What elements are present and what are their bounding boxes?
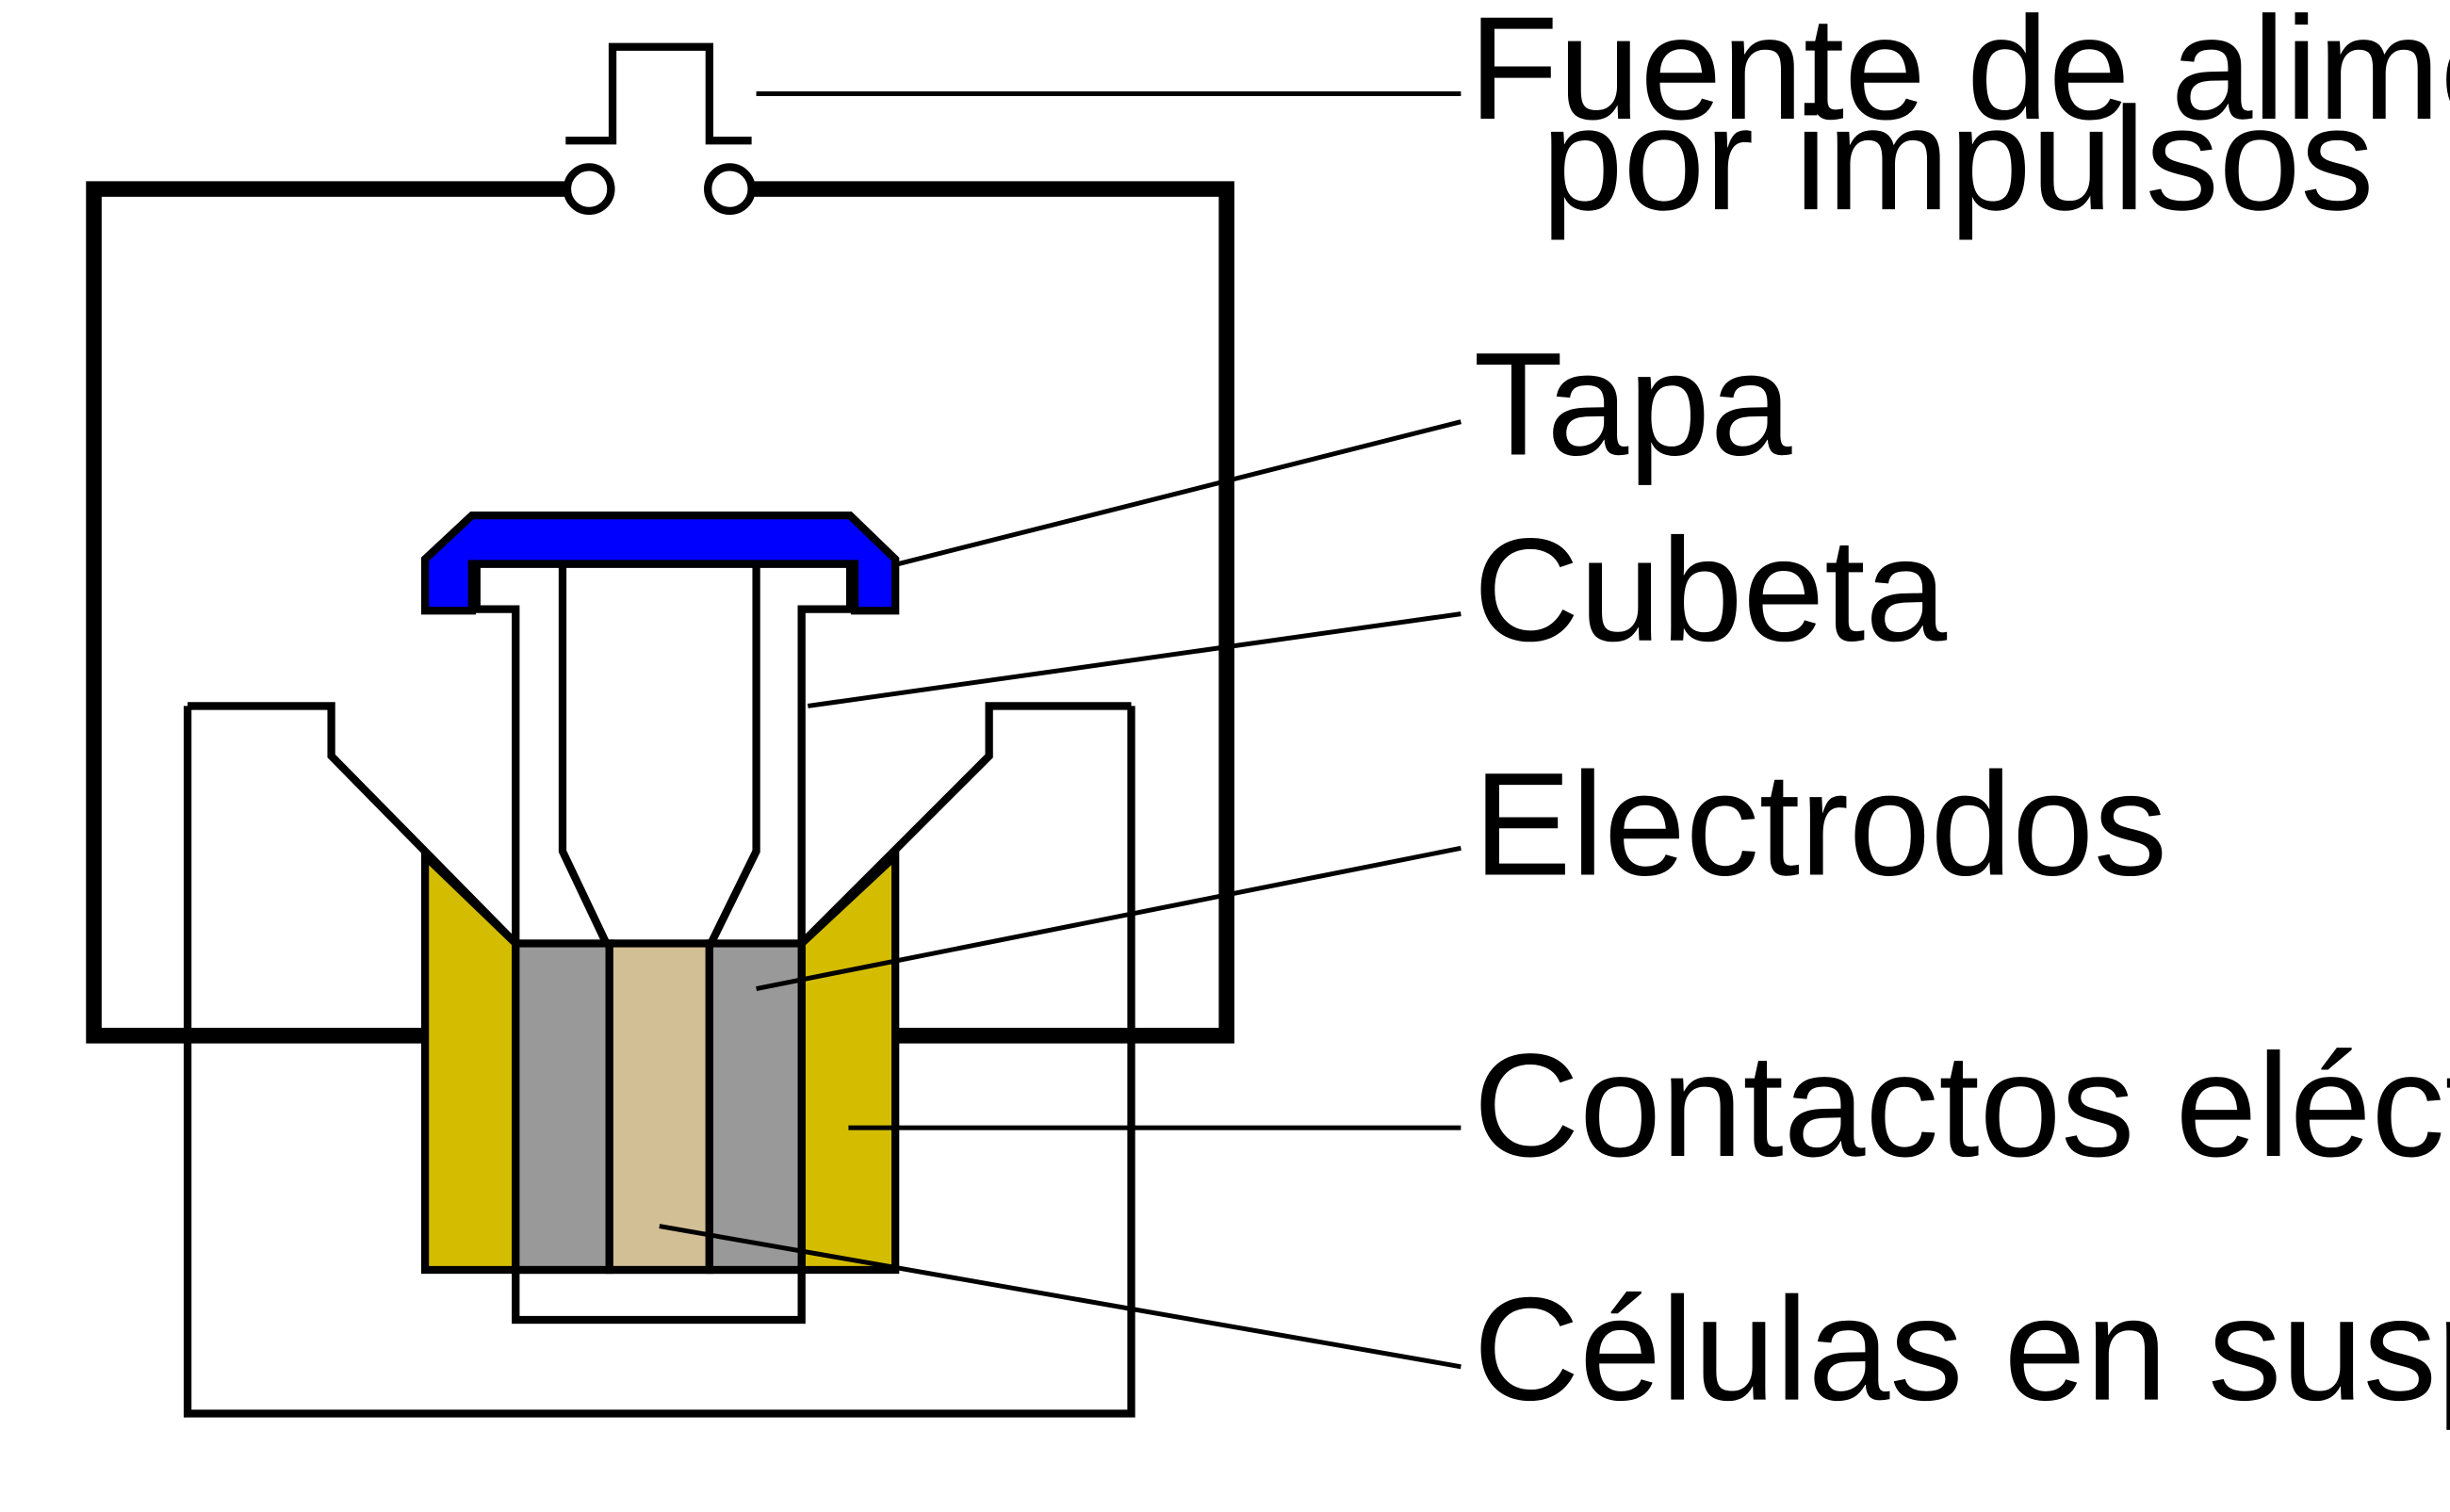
electrical-contacts [420,846,900,1275]
pulse-power-supply-icon [563,42,756,215]
label-electrodes: Electrodos [1474,742,2167,906]
electrode-right [705,939,806,1275]
terminal-left [563,163,615,215]
cuvette [472,560,855,1325]
leader-lid [897,419,1462,566]
cuvette-interior [512,939,806,1275]
label-lid: Tapa [1474,322,1792,486]
label-power-supply-line2: por impulsos [1542,77,2374,241]
contact-right [797,847,900,1275]
label-cells: Células en suspensión [1474,1268,2450,1432]
leader-electrodes [756,845,1462,991]
label-power-supply-line1: Fuente de alimentación [1469,0,2450,151]
labels: Fuente de alimentación por impulsos Tapa… [1469,0,2450,1432]
electrode-left [512,939,613,1275]
contact-left [420,846,520,1275]
label-cuvette: Cubeta [1474,509,1948,673]
terminal-right [704,163,756,215]
label-contacts: Contactos eléctricos [1474,1024,2450,1188]
leader-cells [659,1224,1462,1370]
cell-suspension [605,939,713,1275]
lid [420,512,900,615]
leader-cuvette [807,611,1462,708]
leader-lines [659,90,1462,1370]
circuit-wire [86,181,1234,1044]
